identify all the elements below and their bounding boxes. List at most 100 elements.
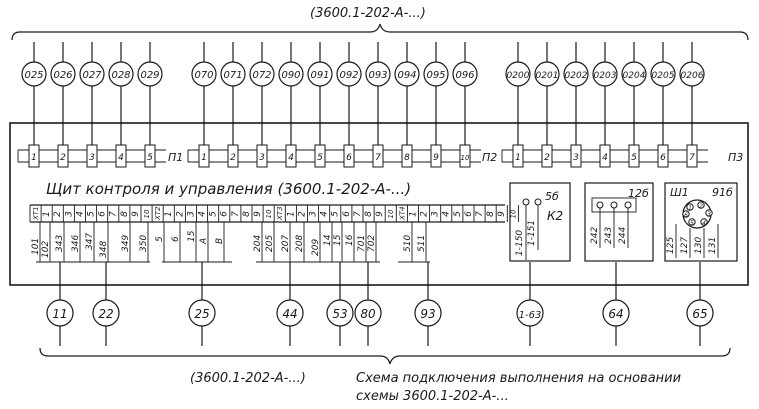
k2-ref: 5б (545, 190, 559, 203)
strip-header-xt1: XT1 (32, 206, 40, 221)
plug-pin: 7 (689, 153, 695, 163)
sh1-wire-2: 127 (680, 237, 690, 254)
wire-label: 343 (55, 235, 65, 252)
wire-label: 511 (417, 235, 427, 252)
socket-pin: 6 (684, 212, 688, 219)
strip-cell: 9 (253, 211, 263, 217)
cable-label: 093 (368, 70, 387, 81)
top-title: (3600.1-202-A-...) (310, 6, 426, 21)
cable-label: 0200 (507, 71, 530, 81)
plug-pin: 2 (544, 153, 550, 163)
plug-pin: 4 (288, 153, 294, 163)
cable-label: 25 (194, 307, 209, 321)
cable-marker-027 (79, 61, 105, 87)
socket-pin: 3 (707, 211, 711, 218)
bottom-reference: (3600.1-202-A-...) (190, 371, 306, 386)
plug-pin: 4 (602, 153, 608, 163)
sh1-wire-3: 130 (694, 237, 704, 254)
k2-wire-1: 1-150 (515, 230, 525, 256)
strip-cell: 6 (464, 211, 474, 217)
cable-label: 026 (53, 70, 72, 81)
box12-ref: 12б (628, 187, 649, 200)
box12-wire-1: 242 (590, 227, 600, 244)
cable-label: 095 (426, 70, 445, 81)
cable-label: 93 (420, 307, 435, 321)
wire-label: A (199, 238, 209, 245)
plug-label-p3: П3 (728, 151, 743, 164)
cable-marker-0203 (592, 61, 618, 87)
cable-label: 028 (111, 70, 130, 81)
strip-cell: 8 (364, 211, 374, 217)
cable-marker-095 (423, 61, 449, 87)
plug-pin: 1 (31, 153, 37, 163)
control-panel-frame (9, 122, 749, 286)
wire-label: 701 (357, 235, 367, 252)
wire-label: 348 (99, 241, 109, 258)
strip-cell: 2 (420, 211, 430, 217)
cable-label: 64 (608, 307, 623, 321)
plug-pin: 5 (147, 153, 153, 163)
cable-label: 092 (339, 70, 358, 81)
cable-marker-44 (276, 299, 304, 327)
cable-marker-094 (394, 61, 420, 87)
caption-line-2: схемы 3600.1-202-A-... (356, 389, 509, 404)
strip-cell: 9 (497, 211, 507, 217)
cable-label: 1-63 (519, 310, 542, 321)
k2-wire-2: 1-151 (527, 220, 537, 246)
strip-cell: 6 (98, 211, 108, 217)
strip-cell: 7 (109, 211, 119, 217)
cable-marker-80 (354, 299, 382, 327)
top-bracket (11, 23, 749, 41)
cable-label: 090 (281, 70, 300, 81)
socket-pin: 2 (699, 203, 703, 210)
relay-box-k2: 5б К2 1-150 1-151 (509, 182, 571, 262)
cable-marker-070 (191, 61, 217, 87)
cable-label: 0206 (681, 71, 704, 81)
cable-label: 0204 (623, 71, 646, 81)
cable-marker-072 (249, 61, 275, 87)
strip-cell: 4 (75, 211, 85, 217)
wire-label: 347 (85, 233, 95, 250)
strip-cell: 6 (342, 211, 352, 217)
cable-label: 096 (455, 70, 474, 81)
cable-label: 029 (140, 70, 159, 81)
cable-marker-0205 (650, 61, 676, 87)
plug-pin: 8 (404, 153, 410, 163)
strip-cell: 1 (42, 211, 52, 217)
cable-marker-22 (92, 299, 120, 327)
strip-cell: 3 (431, 211, 441, 217)
wire-label: 102 (41, 241, 51, 258)
strip-cell: 2 (297, 211, 307, 217)
sh1-ref: 91б (712, 186, 733, 199)
cable-label: 11 (52, 307, 67, 321)
cable-label: 22 (98, 307, 113, 321)
cable-marker-25 (188, 299, 216, 327)
plug-pin: 4 (118, 153, 124, 163)
plug-label-p2: П2 (482, 151, 497, 164)
cable-marker-0201 (534, 61, 560, 87)
socket-pin: 5 (690, 220, 694, 227)
strip-header-xt3: XT3 (276, 206, 284, 221)
cable-label: 53 (332, 307, 347, 321)
caption-line-1: Схема подключения выполнения на основани… (356, 371, 681, 386)
socket-pin: 4 (702, 220, 706, 227)
wire-label: 350 (139, 235, 149, 252)
cable-marker-0204 (621, 61, 647, 87)
plug-pin: 2 (230, 153, 236, 163)
wire-label: 702 (367, 235, 377, 252)
strip-cell: 9 (131, 211, 141, 217)
strip-cell: 3 (64, 211, 74, 217)
bottom-bracket (39, 347, 731, 365)
wire-label: 6 (171, 236, 181, 242)
socket-pin: 1 (688, 205, 692, 212)
plug-pin: 10 (461, 154, 470, 162)
cable-label: 0205 (652, 71, 675, 81)
wire-label: 207 (281, 235, 291, 252)
cable-marker-093 (365, 61, 391, 87)
